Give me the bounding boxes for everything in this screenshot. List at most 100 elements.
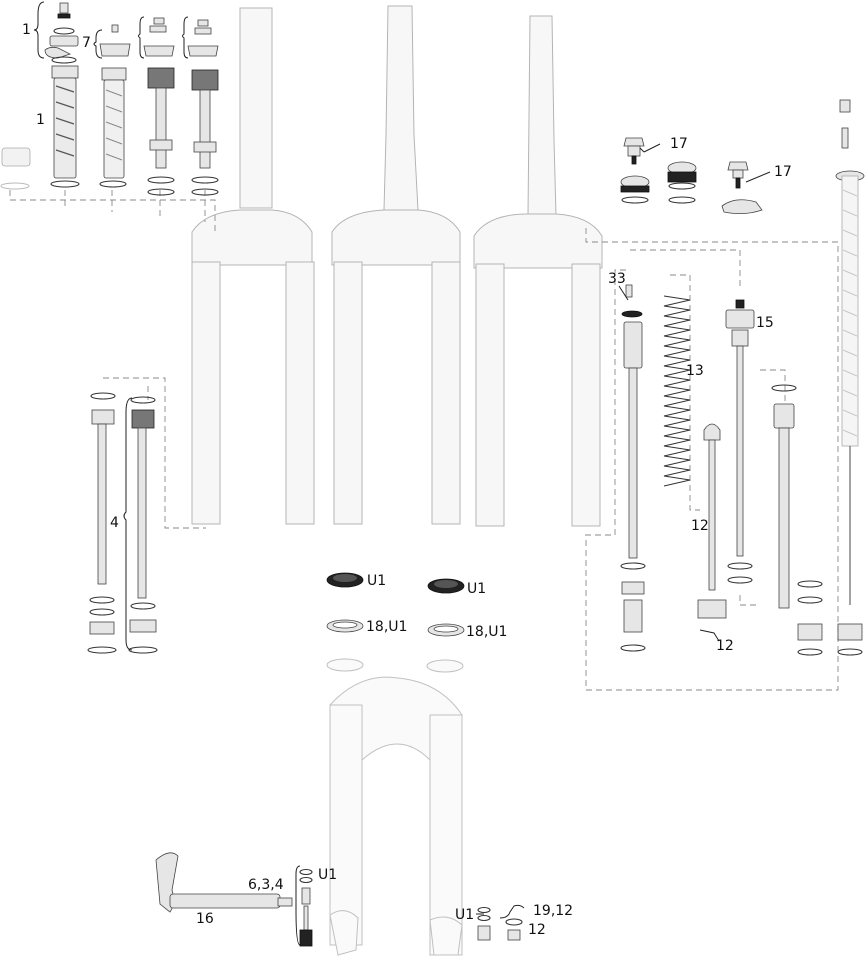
callout-1-top: 1 <box>22 22 31 38</box>
damper-cartridge-33 <box>623 321 643 369</box>
coil-spring-13 <box>663 295 691 487</box>
damper-cap-a <box>153 17 165 25</box>
damper-shaft-b <box>199 89 211 169</box>
steerer-tube-right <box>527 15 557 216</box>
crown-middle <box>331 209 461 266</box>
seal-head-valve <box>111 24 119 33</box>
side-top-cap-ghost <box>1 147 31 167</box>
damper-head-right <box>773 403 795 429</box>
steerer-tube-left <box>239 7 273 209</box>
damper-nut-a <box>149 25 167 33</box>
damper-top-a <box>147 67 175 89</box>
bottom-bolt <box>477 925 491 941</box>
callout-18u1-b: 18,U1 <box>466 624 507 640</box>
stanchion-right-a <box>475 263 505 527</box>
callout-4: 4 <box>110 515 119 531</box>
left-shafts <box>87 392 158 654</box>
right-internals <box>620 284 863 656</box>
callout-leaders <box>476 143 771 915</box>
bumper-right <box>426 659 464 673</box>
snap-ring-top <box>51 56 77 64</box>
callout-u1-d: U1 <box>455 907 474 923</box>
seal-head-15 <box>725 309 755 329</box>
axle-nut-lower <box>299 929 313 947</box>
dropout-left <box>329 910 359 956</box>
axle-nut-upper <box>301 887 311 905</box>
upper-assembly-ghost-middle <box>331 5 461 525</box>
stanchion-middle-a <box>333 261 363 525</box>
right-top-caps <box>620 99 865 605</box>
air-spring-top-parts <box>33 1 219 64</box>
shaft-b <box>137 427 147 599</box>
stanchion-right-b <box>571 263 601 527</box>
callout-634: 6,3,4 <box>248 877 284 893</box>
lower-legs-ghost <box>326 658 464 957</box>
shaft-head-b <box>131 409 155 429</box>
callout-17-a: 17 <box>670 136 688 152</box>
thru-axle-16 <box>169 893 281 909</box>
bottom-nut <box>507 929 521 941</box>
damper-rod-33 <box>628 367 638 559</box>
callout-12-b: 12 <box>716 638 734 654</box>
steerer-tube-middle <box>383 5 419 211</box>
rebound-base-12 <box>697 599 727 619</box>
shaft-15 <box>736 345 744 557</box>
o-ring-top <box>53 27 75 35</box>
brace-damper-b <box>182 16 189 59</box>
callout-12-c: 12 <box>528 922 546 938</box>
top-cap-knob-17b <box>727 161 749 171</box>
top-cap-stem-17a <box>627 145 641 157</box>
crown-left <box>191 209 313 266</box>
callout-33: 33 <box>608 271 626 287</box>
air-cylinder-1-body <box>53 77 77 179</box>
foot-nut-right <box>797 623 823 641</box>
brace-4 <box>123 397 133 651</box>
top-cap-upper <box>49 35 79 47</box>
shaft-a <box>97 423 107 585</box>
stanchion-left-b <box>285 261 315 525</box>
damper-shaft-a <box>155 87 167 169</box>
damper-cap-ring-b <box>187 45 219 57</box>
callout-13: 13 <box>686 363 704 379</box>
center-seals <box>326 572 465 637</box>
compression-base <box>623 599 643 633</box>
negative-rod-12 <box>708 439 716 591</box>
brace-damper-a <box>138 16 145 59</box>
air-seal-head <box>99 43 131 57</box>
valve-core-top <box>57 13 71 19</box>
brace-634 <box>295 865 301 946</box>
crown-right <box>473 213 603 269</box>
shaft-head-a <box>91 409 115 425</box>
valve-33 <box>625 284 633 298</box>
callout-u1-b: U1 <box>467 581 486 597</box>
stanchion-left-a <box>191 261 221 525</box>
callout-7: 7 <box>82 35 91 51</box>
air-cylinder-2-body <box>103 79 125 179</box>
lower-leg-left <box>329 704 363 946</box>
damper-tube-right <box>778 427 790 609</box>
stanchion-middle-b <box>431 261 461 525</box>
damper-piston-a <box>149 139 173 151</box>
valve-cap-top <box>59 2 69 14</box>
callout-labels: 1 7 1 17 17 33 15 13 12 12 4 U1 U1 18,U1… <box>22 22 792 938</box>
lockout-lever <box>721 199 763 214</box>
damper-cap-b <box>197 19 209 27</box>
callout-u1-a: U1 <box>367 573 386 589</box>
top-cap-knob-17a <box>623 137 645 147</box>
callout-18u1-a: 18,U1 <box>366 619 407 635</box>
lower-leg-casting <box>329 676 463 957</box>
callout-15: 15 <box>756 315 774 331</box>
air-valve-right <box>839 99 851 113</box>
bumper-left <box>326 658 364 672</box>
brace-1-top <box>33 1 45 59</box>
upper-assembly-ghost-right <box>473 15 603 527</box>
damper-piston-b <box>193 141 217 153</box>
brace-7 <box>93 29 103 59</box>
callout-u1-c: U1 <box>318 867 337 883</box>
air-cylinder-1-cap <box>51 65 79 79</box>
callout-12-a: 12 <box>691 518 709 534</box>
callout-1-mid: 1 <box>36 112 45 128</box>
dropout-right <box>429 916 463 956</box>
damper-top-b <box>191 69 219 91</box>
